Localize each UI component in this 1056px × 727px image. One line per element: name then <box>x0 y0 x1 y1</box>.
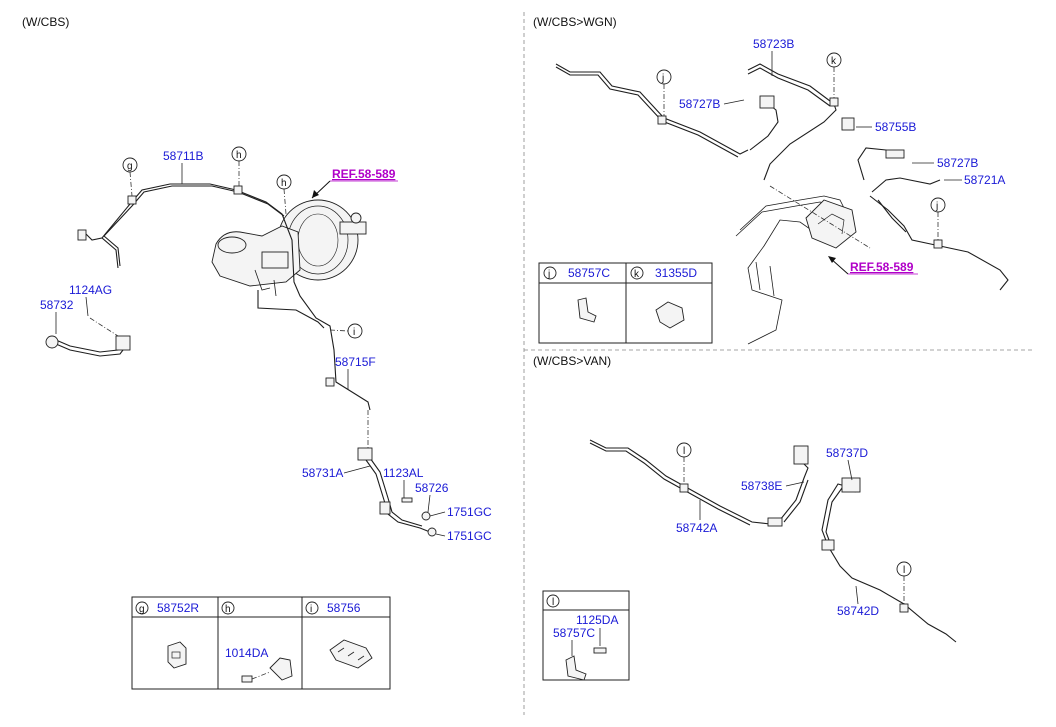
legend-part-58756[interactable]: 58756 <box>327 601 361 615</box>
part-1751GC-upper[interactable]: 1751GC <box>447 505 492 519</box>
part-58738E[interactable]: 58738E <box>741 479 782 493</box>
callout-l-marker-2[interactable]: l <box>896 561 912 604</box>
legend-table-jk: j 58757C k 31355D <box>538 262 713 344</box>
legend-part-58752R[interactable]: 58752R <box>157 601 199 615</box>
legend-part-31355D[interactable]: 31355D <box>655 266 697 280</box>
part-1124AG[interactable]: 1124AG <box>69 283 112 297</box>
bracket-1014DA-icon <box>269 657 293 681</box>
legend-part-58757C[interactable]: 58757C <box>568 266 610 280</box>
clip-31355D-icon <box>655 301 685 329</box>
svg-text:j: j <box>935 201 938 212</box>
master-cylinder-booster <box>211 199 367 297</box>
callout-g-marker[interactable]: g <box>122 157 138 197</box>
brake-tubes-cbs <box>45 183 437 537</box>
ref-58-589-cbs[interactable]: REF.58-589 <box>332 167 396 181</box>
part-1123AL[interactable]: 1123AL <box>383 466 424 480</box>
callout-k-marker[interactable]: k <box>826 52 842 98</box>
part-58726[interactable]: 58726 <box>415 481 449 495</box>
ref-58-589-wgn[interactable]: REF.58-589 <box>850 260 914 274</box>
part-58755B[interactable]: 58755B <box>875 120 916 134</box>
svg-text:l: l <box>903 565 905 576</box>
clip-58752R-icon <box>167 641 187 669</box>
svg-text:g: g <box>127 161 133 172</box>
legend-key-h: h <box>225 604 231 615</box>
legend-table-ghi: g 58752R h i 58756 1014DA <box>131 596 391 690</box>
legend-part-1014DA[interactable]: 1014DA <box>225 646 268 660</box>
legend-key-i: i <box>310 604 312 615</box>
part-58737D[interactable]: 58737D <box>826 446 868 460</box>
part-58731A[interactable]: 58731A <box>302 466 343 480</box>
bolt-1125DA-icon <box>593 647 607 654</box>
bolt-icon <box>241 675 253 683</box>
part-58742A[interactable]: 58742A <box>676 521 717 535</box>
legend-table-l: l 1125DA 58757C <box>542 590 630 681</box>
part-58723B[interactable]: 58723B <box>753 37 794 51</box>
clip-58757C-icon <box>577 297 597 323</box>
legend-key-j: j <box>547 269 550 280</box>
svg-text:j: j <box>661 73 664 84</box>
part-58715F[interactable]: 58715F <box>335 355 376 369</box>
part-1751GC-lower[interactable]: 1751GC <box>447 529 492 543</box>
section-title-van: (W/CBS>VAN) <box>533 354 611 368</box>
svg-text:l: l <box>683 446 685 457</box>
svg-text:k: k <box>831 56 837 67</box>
section-title-wgn: (W/CBS>WGN) <box>533 15 617 29</box>
legend-key-g: g <box>139 604 145 615</box>
callout-j-marker-1[interactable]: j <box>656 69 672 116</box>
clip-58757C-van-icon <box>565 655 587 681</box>
part-58711B[interactable]: 58711B <box>163 149 203 163</box>
part-58727B-upper[interactable]: 58727B <box>679 97 720 111</box>
brake-tubes-wgn <box>555 63 1009 345</box>
legend-part-58757C-van[interactable]: 58757C <box>553 626 595 640</box>
ref-arrow-wgn <box>828 256 836 263</box>
ref-arrow-cbs <box>312 190 319 198</box>
callout-h-marker-2[interactable]: h <box>276 174 292 215</box>
part-58742D[interactable]: 58742D <box>837 604 879 618</box>
callout-i-marker[interactable]: i <box>329 323 363 339</box>
callout-h-marker-1[interactable]: h <box>231 146 247 186</box>
svg-text:h: h <box>236 150 242 161</box>
svg-text:i: i <box>353 327 355 338</box>
brake-tubes-van <box>589 439 957 643</box>
svg-text:h: h <box>281 178 287 189</box>
section-title-cbs: (W/CBS) <box>22 15 69 29</box>
legend-key-l: l <box>552 597 554 608</box>
legend-part-1125DA[interactable]: 1125DA <box>576 613 618 627</box>
callout-j-marker-2[interactable]: j <box>930 197 946 240</box>
legend-key-k: k <box>634 269 640 280</box>
callout-l-marker-1[interactable]: l <box>676 442 692 484</box>
part-58732[interactable]: 58732 <box>40 298 74 312</box>
part-58721A[interactable]: 58721A <box>964 173 1005 187</box>
part-58727B-lower[interactable]: 58727B <box>937 156 978 170</box>
